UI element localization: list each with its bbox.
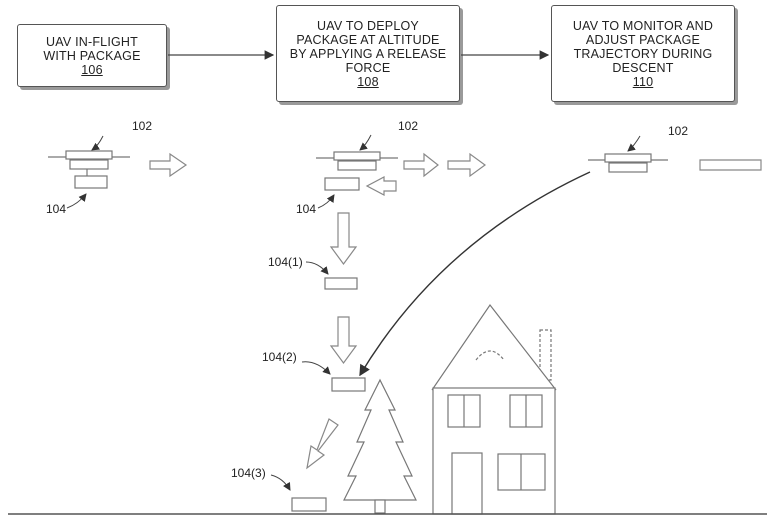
step-ref: 106: [81, 62, 103, 77]
trajectory-curve: [359, 171, 591, 377]
release-force-arrow: [365, 176, 397, 196]
hollow-arrow-right: [447, 152, 487, 178]
package-2-label: 104(2): [262, 350, 297, 364]
hollow-arrow-down: [329, 212, 358, 266]
uav-drone-icon: [48, 150, 130, 189]
package-3-label: 104(3): [231, 466, 266, 480]
hollow-arrow-right: [699, 159, 762, 171]
uav-drone-icon: [588, 153, 668, 173]
leader-line: [91, 135, 104, 151]
step-ref: 110: [632, 74, 654, 89]
leader-line: [270, 474, 291, 491]
step-text: UAV TO MONITOR AND ADJUST PACKAGE TRAJEC…: [572, 18, 714, 75]
hollow-arrow-down-left: [306, 418, 339, 470]
leader-line: [359, 134, 372, 151]
step-text: UAV IN-FLIGHT WITH PACKAGE: [43, 34, 141, 63]
leader-line: [317, 194, 335, 209]
hollow-arrow-right: [149, 152, 188, 178]
step-text: UAV TO DEPLOY PACKAGE AT ALTITUDE BY APP…: [289, 18, 447, 75]
tree-icon: [343, 378, 417, 514]
step-ref: 108: [357, 74, 379, 89]
package-104-2: [331, 377, 366, 392]
house-icon: [431, 303, 557, 515]
uav-label: 102: [398, 119, 419, 133]
step-box-108: UAV TO DEPLOY PACKAGE AT ALTITUDE BY APP…: [276, 5, 460, 102]
leader-line: [627, 135, 641, 152]
package-104-1: [324, 277, 358, 290]
package-1-label: 104(1): [268, 255, 303, 269]
package-104-3: [291, 497, 327, 512]
uav-label: 102: [132, 119, 153, 133]
hollow-arrow-down: [329, 316, 358, 365]
package-label: 104: [296, 202, 317, 216]
leader-line: [305, 261, 329, 275]
uav-drone-icon: [316, 151, 398, 191]
leader-line: [301, 361, 331, 375]
hollow-arrow-right: [403, 152, 439, 178]
step-box-110: UAV TO MONITOR AND ADJUST PACKAGE TRAJEC…: [551, 5, 735, 102]
uav-label: 102: [668, 124, 689, 138]
package-label: 104: [46, 202, 67, 216]
step-box-106: UAV IN-FLIGHT WITH PACKAGE 106: [17, 24, 167, 87]
leader-line: [66, 193, 87, 209]
